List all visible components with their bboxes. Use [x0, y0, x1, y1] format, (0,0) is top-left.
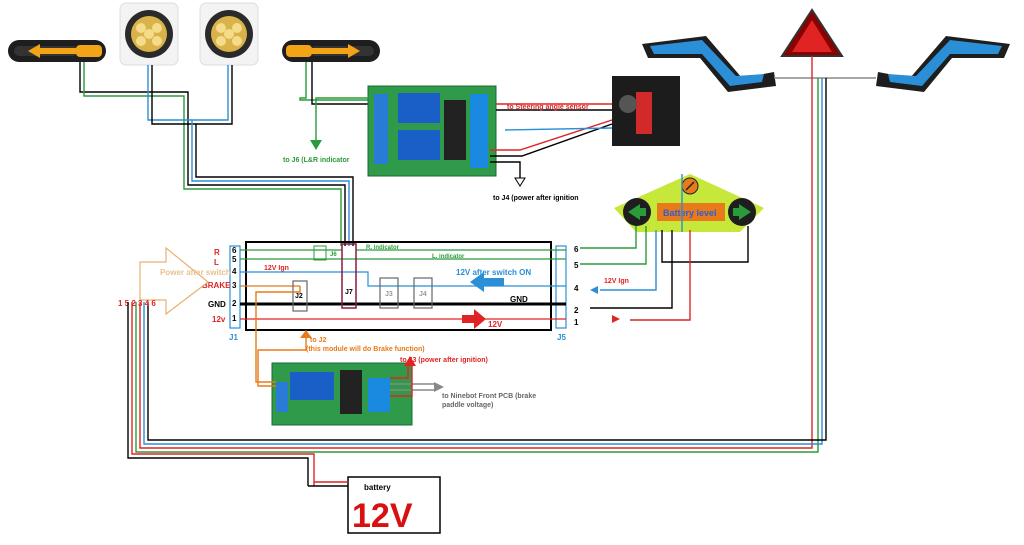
left-pin-5: 5: [232, 255, 237, 264]
right-pin-6: 6: [574, 245, 579, 254]
brake-light: [780, 8, 844, 57]
right-pin-1: 1: [574, 318, 579, 327]
label-r-indicator: R. indicator: [366, 245, 400, 251]
arrow-right-j5-1: [612, 315, 620, 323]
jumper-j2-label: J2: [295, 293, 303, 300]
relay-module-bottom: [271, 362, 413, 426]
left-pin-4: 4: [232, 267, 237, 276]
connector-j1-label: J1: [229, 333, 238, 342]
power-switch-label: Power after switch: [160, 268, 231, 277]
pin-name-brake: BRAKE: [202, 281, 231, 290]
battery-box: [347, 476, 441, 534]
label-gnd: GND: [510, 295, 528, 304]
label-to-j2: to J2: [310, 337, 326, 344]
arrow-down-j4: [514, 177, 526, 187]
jumper-j6: [313, 245, 327, 261]
label-brake-function: (this module will do Brake function): [306, 346, 425, 353]
jumper-j4: [413, 277, 433, 309]
label-to-j4: to J4 (power after ignition: [493, 195, 579, 202]
harness-number-strip: 1 5 2 3 4 6: [118, 299, 156, 308]
jumper-j7: [341, 243, 357, 309]
power-switch-arrow: [139, 246, 209, 316]
arrow-up-j3: [404, 356, 416, 366]
battery-panel-wiring: [580, 174, 749, 321]
blue-led-indicator-right: [876, 36, 1010, 92]
arrow-left-ign: [590, 286, 598, 294]
connector-j5-label: J5: [557, 333, 566, 342]
pin-name-l: L: [214, 258, 219, 267]
relay-module-top: [367, 85, 497, 177]
label-l-indicator: L. indicator: [432, 254, 465, 260]
arrow-ign-left: [470, 272, 504, 292]
jumper-j3: [379, 277, 399, 309]
arrow-12v-right: [462, 309, 486, 329]
jumper-j2: [292, 280, 308, 312]
label-ninebot-2: paddle voltage): [442, 402, 493, 409]
top-left-wiring: [79, 62, 374, 246]
relay-top-wiring: [315, 97, 613, 178]
connector-j5: [555, 245, 567, 329]
battery-small-label: battery: [364, 483, 391, 492]
left-pin-2: 2: [232, 299, 237, 308]
left-pin-3: 3: [232, 281, 237, 290]
battery-level-label: Battery level: [663, 208, 717, 218]
pin-name-gnd: GND: [208, 300, 226, 309]
label-12v: 12V: [488, 320, 503, 329]
jumper-j6-label: J6: [330, 252, 337, 258]
pin-name-r: R: [214, 248, 220, 257]
blue-led-indicator-left: [642, 36, 776, 92]
right-pin-2: 2: [574, 306, 579, 315]
jumper-j3-label: J3: [385, 291, 393, 298]
label-ninebot-1: to Ninebot Front PCB (brake: [442, 393, 536, 400]
relay-bottom-wiring: [255, 286, 434, 397]
steering-angle-sensor: [612, 76, 680, 146]
right-pin-4: 4: [574, 284, 579, 293]
spotlight-right: [199, 2, 259, 66]
arrow-up-j2: [300, 330, 312, 338]
connector-j1: [229, 245, 241, 329]
jumper-j7-label: J7: [345, 289, 353, 296]
label-12v-ign-left: 12V Ign: [264, 265, 289, 272]
left-pin-1: 1: [232, 314, 237, 323]
right-turn-indicator: [282, 40, 380, 62]
left-turn-indicator: [8, 40, 106, 62]
spotlight-left: [119, 2, 179, 66]
label-to-j6: to J6 (L&R indicator: [283, 157, 350, 164]
arrow-right-ninebot: [434, 382, 444, 392]
label-to-j3: to J3 (power after ignition): [400, 357, 488, 364]
battery-level-panel: [614, 174, 764, 232]
label-12v-ign-right: 12V Ign: [604, 278, 629, 285]
label-steering: to Steering angle sensor: [507, 104, 589, 111]
label-12v-after-switch: 12V after switch ON: [456, 268, 531, 277]
battery-voltage: 12V: [352, 497, 413, 535]
harness-traces: [240, 249, 566, 320]
battery-wiring: [127, 302, 315, 486]
top-right-wiring: [135, 56, 876, 453]
arrow-down-j6: [310, 140, 322, 150]
left-pin-6: 6: [232, 246, 237, 255]
jumper-j4-label: J4: [419, 291, 427, 298]
pin-name-12v: 12v: [212, 315, 226, 324]
right-pin-5: 5: [574, 261, 579, 270]
battery-lead: [308, 481, 348, 487]
